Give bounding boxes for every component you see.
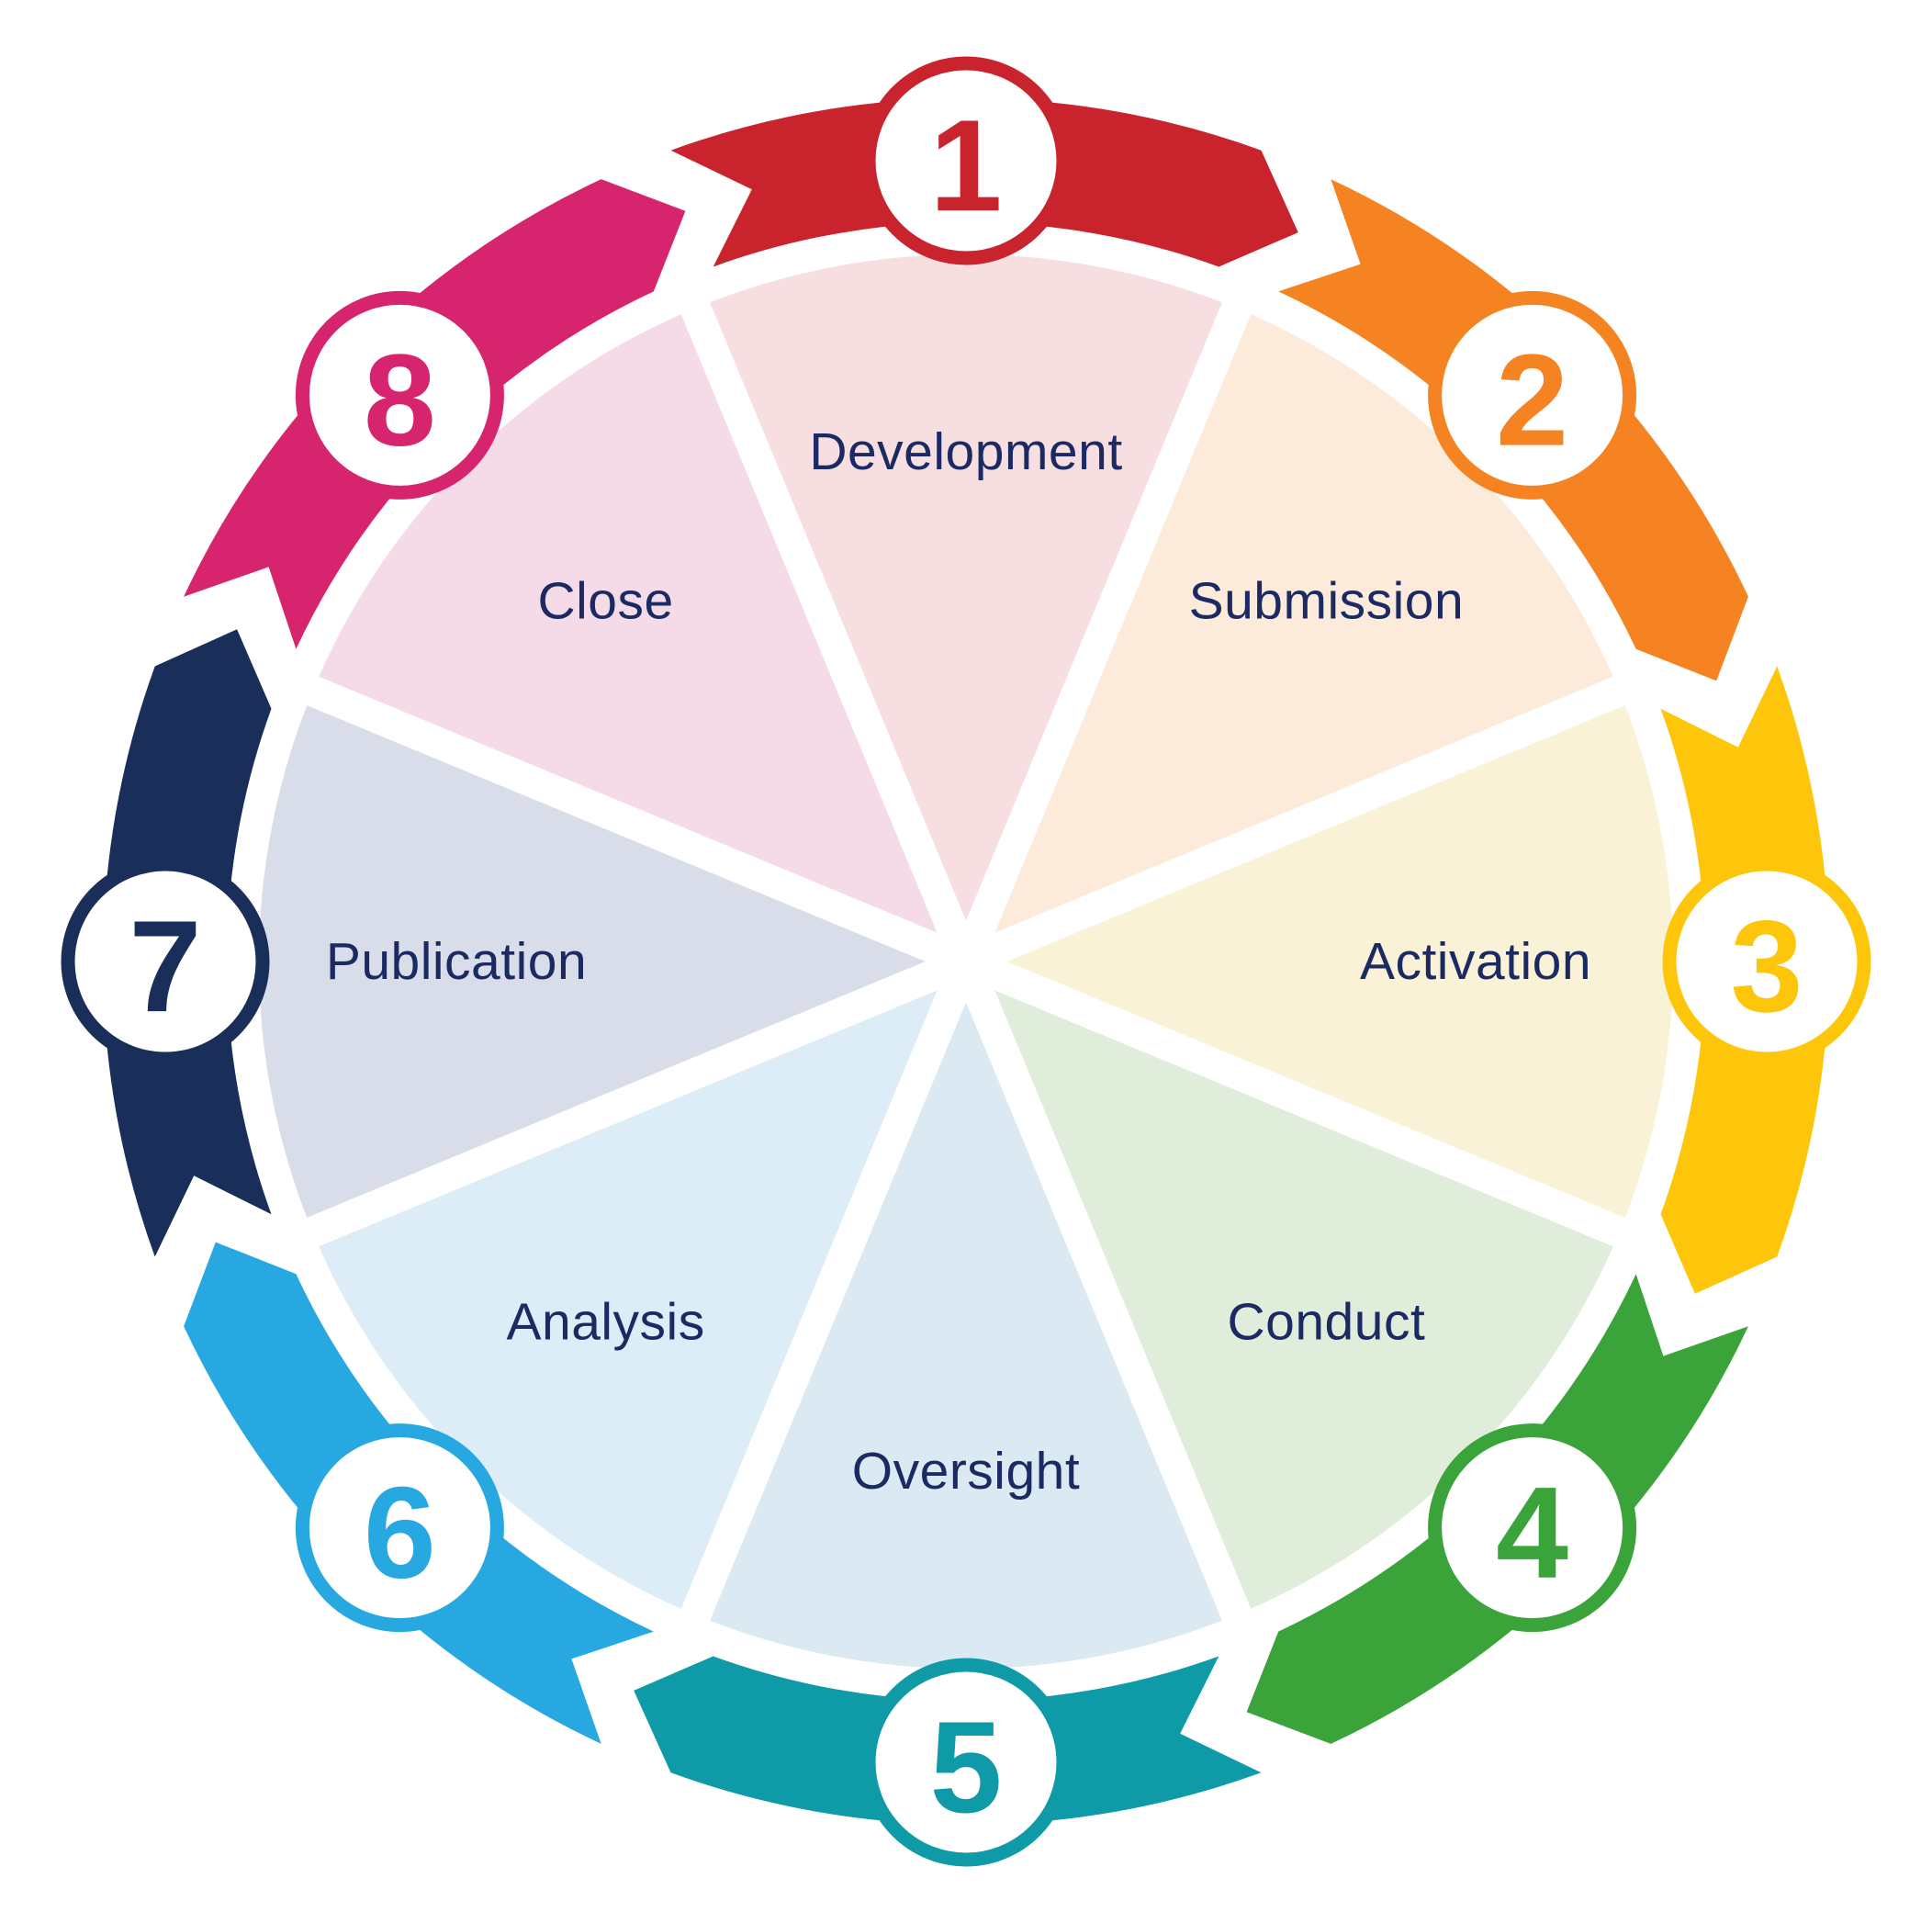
stage-wedge-publication	[258, 691, 966, 1232]
separator-spoke	[951, 955, 1260, 1643]
badge-circle	[295, 1423, 504, 1633]
badge-circle	[1428, 290, 1637, 500]
stage-wedge-activation	[966, 691, 1674, 1232]
label-layer: DevelopmentSubmissionActivationConductOv…	[326, 422, 1591, 1501]
stage-badge-activation: 3	[1662, 857, 1871, 1066]
separator-spoke	[672, 280, 981, 968]
stage-wedge-oversight	[695, 962, 1237, 1670]
badge-circle	[861, 1658, 1071, 1867]
stage-label-analysis: Analysis	[506, 1292, 704, 1351]
stage-label-submission: Submission	[1189, 572, 1465, 631]
badge-circle	[861, 56, 1071, 265]
stage-label-publication: Publication	[326, 932, 587, 991]
stage-wedge-submission	[966, 308, 1620, 962]
stage-label-oversight: Oversight	[852, 1442, 1080, 1501]
badge-circle	[61, 857, 270, 1066]
stage-wedge-conduct	[966, 962, 1620, 1615]
badge-circle	[295, 290, 504, 500]
stage-label-activation: Activation	[1360, 932, 1591, 991]
stage-badge-publication: 7	[61, 857, 270, 1066]
stage-badge-conduct: 4	[1428, 1423, 1637, 1633]
separator-spoke	[960, 668, 1647, 976]
badge-circle	[1662, 857, 1871, 1066]
stage-wedge-analysis	[312, 962, 967, 1615]
separator-spoke	[285, 947, 972, 1255]
stage-badge-submission: 2	[1428, 290, 1637, 500]
stage-wedge-development	[695, 253, 1237, 962]
separator-spoke	[285, 668, 972, 976]
stage-badge-analysis: 6	[295, 1423, 504, 1633]
badge-number: 6	[364, 1460, 436, 1606]
badge-circle	[1428, 1423, 1637, 1633]
badge-number: 3	[1731, 894, 1803, 1040]
ribbon-layer	[103, 98, 1829, 1825]
stage-badge-oversight: 5	[861, 1658, 1071, 1867]
center-dot	[942, 938, 990, 985]
stage-label-conduct: Conduct	[1227, 1292, 1425, 1351]
badge-number: 2	[1496, 328, 1568, 474]
badge-number: 1	[930, 93, 1003, 239]
stage-badge-close: 8	[295, 290, 504, 500]
separator-spoke	[960, 947, 1647, 1255]
badge-number: 7	[129, 894, 202, 1040]
wedge-separators	[285, 280, 1647, 1643]
badge-number: 4	[1496, 1460, 1568, 1606]
badge-number: 8	[364, 328, 436, 474]
separator-spoke	[672, 955, 981, 1643]
stage-label-close: Close	[537, 572, 673, 631]
stage-label-development: Development	[809, 422, 1122, 481]
badge-number: 5	[930, 1694, 1003, 1840]
wedge-layer	[258, 253, 1674, 1670]
stage-badge-development: 1	[861, 56, 1071, 265]
stage-wedge-close	[312, 308, 967, 962]
badge-layer: 1 2 3 4 5 6 7 8	[61, 56, 1871, 1867]
separator-spoke	[951, 280, 1260, 968]
